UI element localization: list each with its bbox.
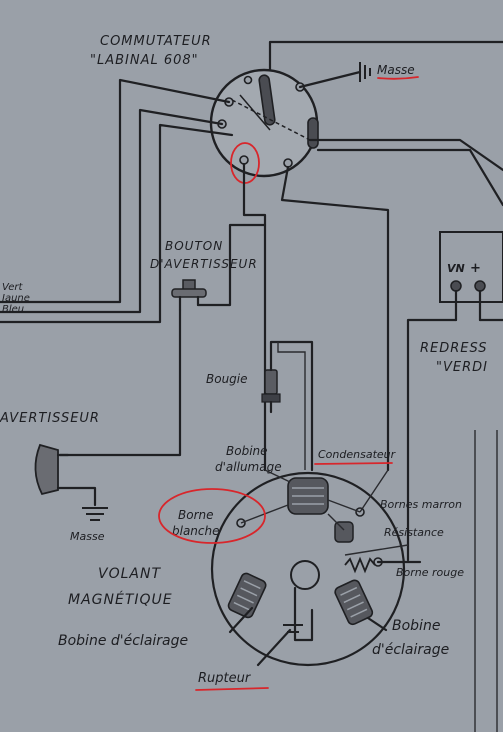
borne-blanche-highlight (158, 488, 266, 544)
redresseur-title: REDRESS (420, 341, 488, 356)
bobine-eclairage-right-label-2: d'éclairage (372, 642, 449, 658)
redresseur-subtitle: "VERDI (436, 360, 488, 375)
bobine-allumage-label-1: Bobine (226, 444, 268, 458)
bougie-label: Bougie (206, 372, 248, 386)
bobine-eclairage-right-symbol (334, 579, 374, 626)
volant-subtitle: MAGNÉTIQUE (68, 591, 173, 608)
bobine-eclairage-right-label-1: Bobine (392, 618, 440, 634)
masse-underline (377, 76, 419, 80)
borne-blanche-label-1: Borne (178, 508, 214, 522)
wire-vert-label: Vert (2, 282, 24, 293)
horn-button-symbol (171, 279, 207, 312)
ground-symbol-left (82, 507, 108, 521)
rupteur-underline (195, 687, 269, 691)
wire-bleu-label: Bleu (2, 304, 24, 315)
wire-jaune-label: Jaune (0, 293, 30, 304)
contact-blade-2 (307, 117, 319, 149)
hv-lead (269, 340, 314, 472)
bobine-allumage-label-2: d'allumage (215, 460, 282, 474)
volant-magnetique (210, 469, 422, 667)
bobine-right-pointer (366, 616, 388, 632)
redresseur-terminal-box (439, 231, 503, 322)
rupteur-cam (290, 560, 320, 590)
rupteur-label: Rupteur (198, 671, 252, 686)
masse-top-label: Masse (377, 63, 415, 77)
ground-symbol-top (359, 62, 371, 82)
condensateur-symbol (334, 521, 354, 543)
wire-top (268, 40, 503, 72)
bornes-marron-label: Bornes marron (380, 498, 462, 511)
vn-label: VN (447, 262, 465, 275)
volant-title: VOLANT (98, 566, 161, 582)
masse-left-label: Masse (70, 530, 105, 543)
spark-plug-symbol (261, 369, 281, 414)
commutateur-model: "LABINAL 608" (90, 53, 199, 68)
bobine-eclairage-left-symbol (227, 572, 267, 619)
avertisseur-label: AVERTISSEUR (0, 411, 100, 426)
condensateur-underline (314, 462, 393, 465)
bobine-left-pointer (228, 606, 254, 634)
borne-blanche-label-2: blanche (172, 524, 220, 538)
commutateur-title: COMMUTATEUR (100, 34, 212, 49)
wire-vert (0, 78, 231, 304)
resistance-label: Résistance (384, 526, 444, 539)
rupteur-pointer (256, 628, 292, 667)
borne-rouge-label: Borne rouge (396, 566, 464, 579)
terminal-c (239, 155, 249, 165)
plus-label: + (470, 261, 481, 276)
wire-jaune (0, 108, 224, 314)
condensateur-label: Condensateur (318, 448, 397, 461)
horn-symbol (34, 443, 70, 496)
wire-bleu (0, 123, 234, 324)
bouton-title: BOUTON (165, 239, 223, 253)
terminal-d (283, 158, 293, 168)
resistance-symbol (344, 556, 376, 574)
bobine-eclairage-left-label: Bobine d'éclairage (58, 633, 188, 649)
contact-blade-1 (258, 74, 276, 126)
bouton-subtitle: D'AVERTISSEUR (150, 257, 258, 271)
terminal-f (243, 75, 253, 85)
